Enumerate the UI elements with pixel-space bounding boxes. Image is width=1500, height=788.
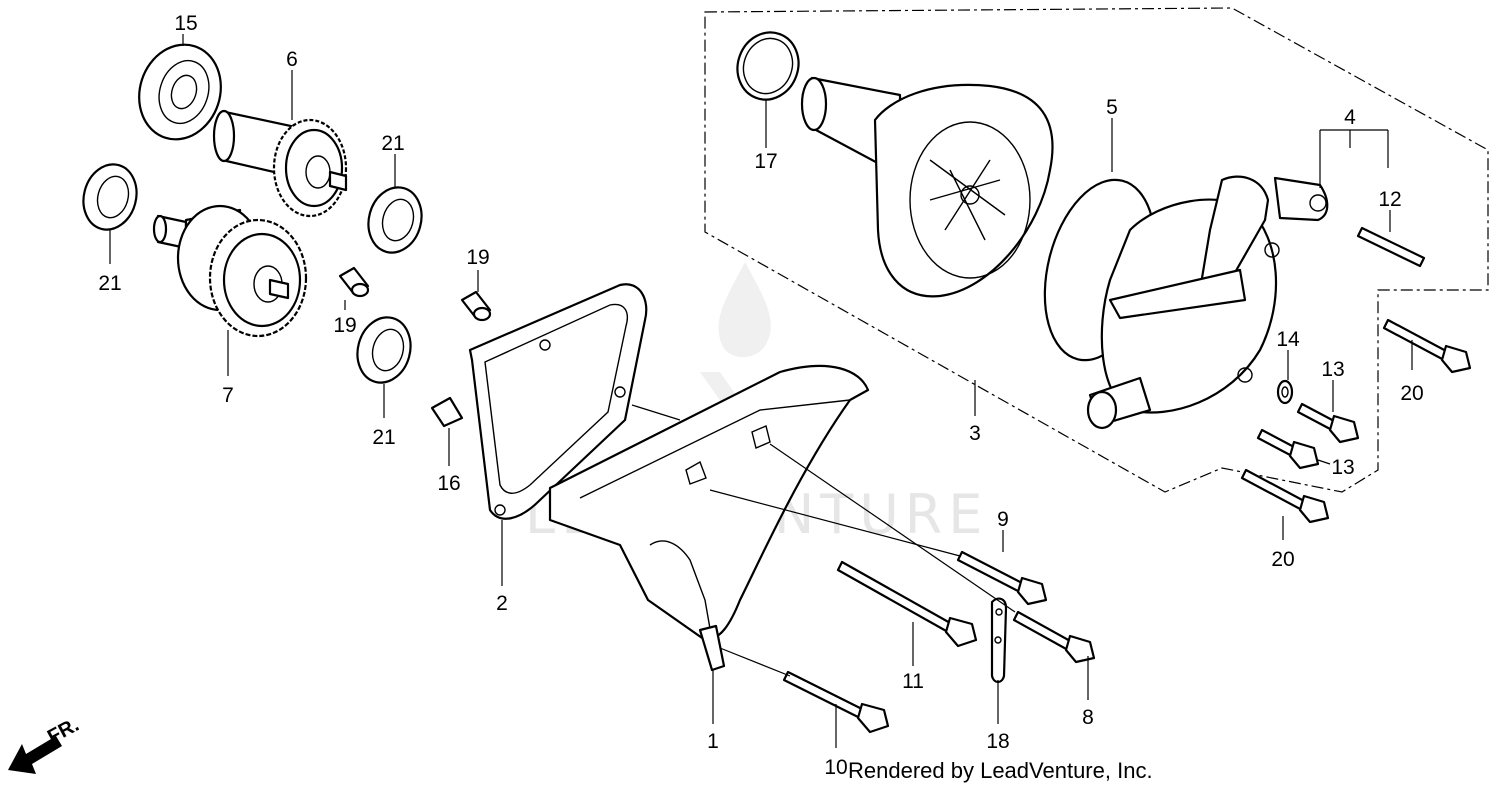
bolt-11[interactable] — [836, 560, 978, 648]
bolt-20-lower[interactable] — [1240, 468, 1330, 524]
callout-7: 7 — [222, 384, 234, 407]
callouts: 15 6 21 21 7 19 19 21 16 17 5 4 12 3 14 … — [98, 12, 1423, 779]
callout-14: 14 — [1276, 328, 1300, 351]
callout-13-upper: 13 — [1321, 358, 1344, 381]
callout-4: 4 — [1344, 106, 1356, 129]
o-ring-17[interactable] — [728, 24, 808, 108]
bolt-20-upper[interactable] — [1382, 318, 1472, 374]
callout-5: 5 — [1106, 96, 1118, 119]
bolt-13-upper[interactable] — [1296, 402, 1360, 444]
callout-13-lower: 13 — [1331, 456, 1354, 479]
callout-8: 8 — [1082, 706, 1094, 729]
callout-1: 1 — [707, 730, 719, 753]
dowel-pin-19-lower[interactable] — [338, 266, 370, 298]
pump-cover-4[interactable] — [1086, 175, 1329, 430]
callout-20-upper: 20 — [1400, 382, 1423, 405]
gear-assembly-7[interactable] — [152, 204, 308, 338]
bearing-21-lower[interactable] — [350, 311, 417, 388]
stud-12[interactable] — [1356, 226, 1426, 268]
leader-lines — [109, 34, 1413, 748]
bearing-15[interactable] — [127, 34, 233, 150]
callout-19-lower: 19 — [333, 314, 356, 337]
callout-20-lower: 20 — [1271, 548, 1294, 571]
callout-15: 15 — [174, 12, 197, 35]
dowel-pin-19-upper[interactable] — [460, 290, 492, 322]
callout-19-upper: 19 — [466, 246, 489, 269]
cover-1[interactable] — [548, 364, 870, 672]
callout-3: 3 — [969, 422, 981, 445]
bolt-8[interactable] — [1012, 610, 1096, 664]
callout-17: 17 — [754, 150, 777, 173]
callout-9: 9 — [997, 508, 1009, 531]
pump-body[interactable] — [800, 76, 1054, 298]
callout-21-top: 21 — [381, 132, 404, 155]
credit-text: Rendered by LeadVenture, Inc. — [848, 758, 1153, 783]
bearing-21-top[interactable] — [361, 181, 428, 258]
front-direction-indicator: FR. — [8, 714, 83, 774]
callout-2: 2 — [496, 592, 508, 615]
gasket-2[interactable] — [468, 283, 648, 520]
shaft-gear-6[interactable] — [212, 109, 348, 218]
callout-21-lower: 21 — [372, 426, 395, 449]
callout-12: 12 — [1378, 188, 1401, 211]
assembly-boundary — [704, 7, 1489, 493]
washer-14[interactable] — [1276, 379, 1294, 405]
bolt-13-lower[interactable] — [1256, 428, 1320, 470]
callout-10: 10 — [824, 756, 847, 779]
callout-11: 11 — [902, 670, 924, 693]
bolt-9[interactable] — [956, 550, 1048, 606]
front-arrow-icon — [8, 736, 62, 774]
bearing-21-left[interactable] — [76, 158, 143, 235]
callout-6: 6 — [286, 48, 298, 71]
callout-21-left: 21 — [98, 272, 121, 295]
bolt-10[interactable] — [782, 670, 890, 734]
callout-16: 16 — [437, 472, 460, 495]
callout-18: 18 — [986, 730, 1009, 753]
clamp-18[interactable] — [990, 597, 1008, 684]
seal-16[interactable] — [430, 396, 464, 428]
